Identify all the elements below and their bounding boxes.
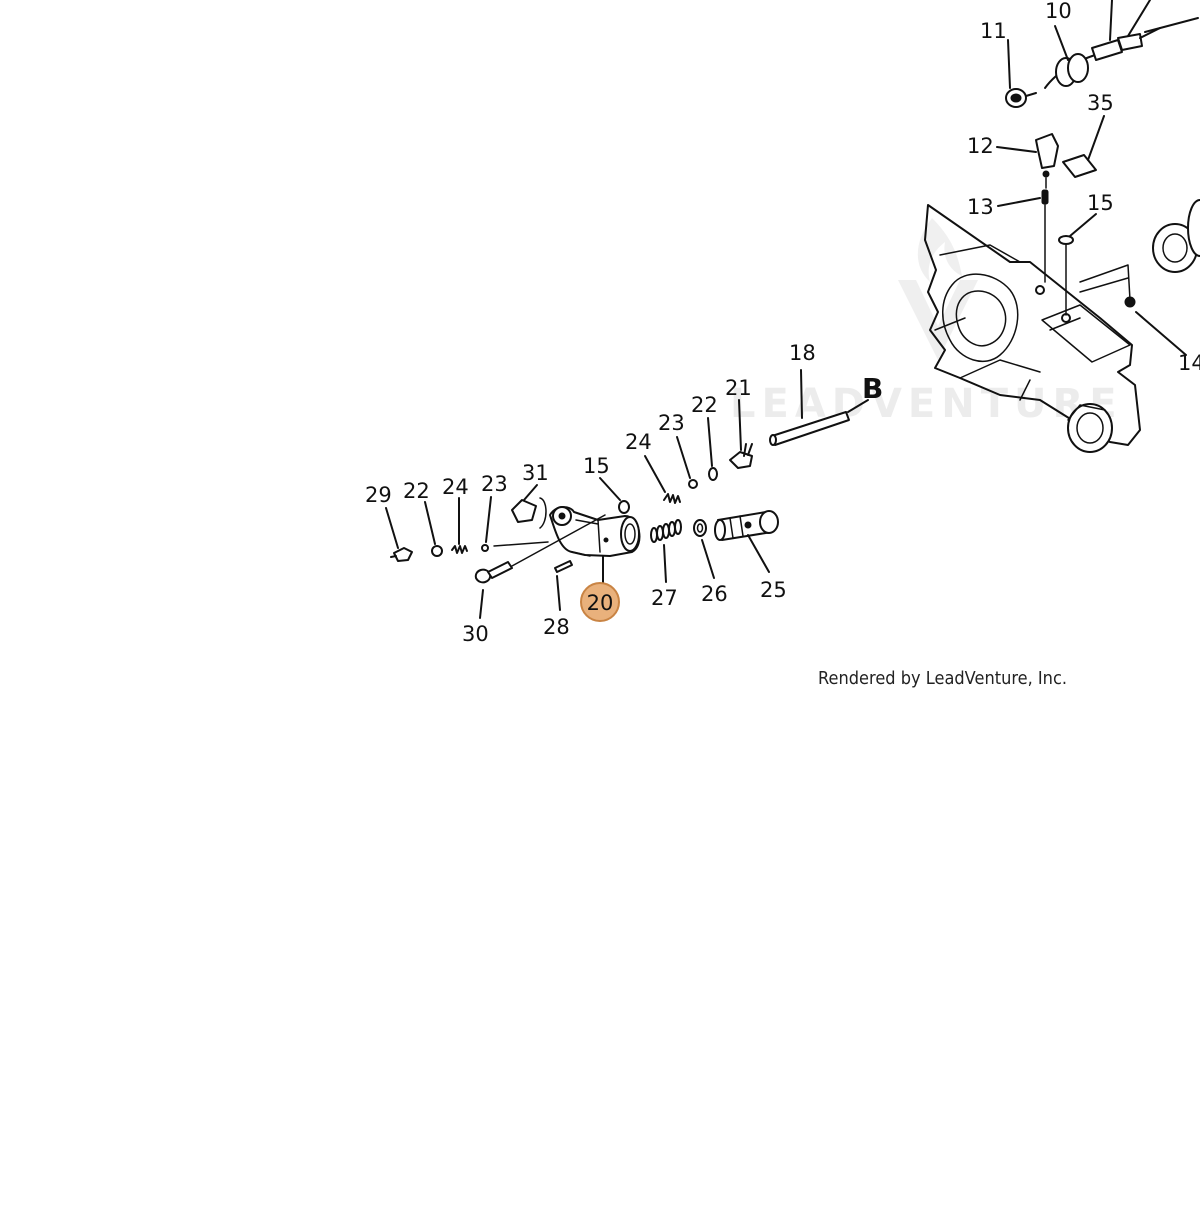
ring-part-22-left	[431, 545, 443, 557]
callout-13: 13	[967, 195, 994, 219]
callout-27: 27	[651, 586, 678, 610]
callout-10: 10	[1045, 0, 1072, 23]
callout-18: 18	[789, 341, 816, 365]
bracket-right-2	[1079, 277, 1129, 293]
leader-lines	[385, 25, 1187, 619]
highlight-circle	[580, 582, 620, 622]
callout-29: 29	[365, 483, 392, 507]
oil-seal-ring	[1152, 199, 1200, 273]
watermark-text: LEADVENTURE	[730, 381, 1123, 427]
washer-part-15-upper	[1058, 235, 1074, 245]
ring-part-23-right	[688, 479, 698, 489]
bleeder-part-29	[390, 547, 413, 562]
callout-14: 14	[1178, 351, 1200, 375]
housing-cover	[924, 204, 1141, 453]
callout-26: 26	[701, 582, 728, 606]
spring-part-24-left	[451, 545, 468, 554]
section-marker-b: B	[862, 372, 883, 405]
screw-part-11	[1005, 88, 1037, 108]
ring-part-22-right	[708, 467, 718, 481]
callout-15-lower: 15	[583, 454, 610, 478]
callout-30: 30	[462, 622, 489, 646]
pin-part-13	[1041, 189, 1049, 205]
callout-labels: 10 11 35 12 13 15 14 18 21 22 23 24 15 3…	[365, 0, 1200, 646]
washer-part-31	[511, 499, 537, 523]
callout-24-right: 24	[625, 430, 652, 454]
callout-11: 11	[980, 19, 1007, 43]
spring-part-27	[650, 519, 682, 543]
callout-23-right: 23	[658, 411, 685, 435]
shift-lever-part-10	[1044, 0, 1199, 89]
callout-24-left: 24	[442, 475, 469, 499]
spring-part-24-right	[663, 493, 681, 504]
rod-part-18	[769, 411, 850, 446]
callout-22-left: 22	[403, 479, 430, 503]
plunger-part-25	[714, 510, 779, 541]
bolt-part-30	[474, 561, 513, 584]
watermark: LEADVENTURE	[730, 218, 1123, 427]
oring-part-26	[693, 519, 707, 537]
valve-body-part-20	[549, 506, 641, 557]
bolt-part-21	[729, 443, 753, 469]
watermark-logo-icon	[898, 218, 978, 360]
callout-28: 28	[543, 615, 570, 639]
callout-21: 21	[725, 376, 752, 400]
callout-22-right: 22	[691, 393, 718, 417]
callout-20: 20	[587, 591, 614, 615]
plate-part-35	[1062, 154, 1097, 178]
render-credit: Rendered by LeadVenture, Inc.	[818, 668, 1068, 689]
bracket-right	[1079, 264, 1131, 301]
axis-line-left	[493, 541, 549, 547]
callout-25: 25	[760, 578, 787, 602]
pin-part-28	[554, 560, 573, 573]
callout-31: 31	[522, 461, 549, 485]
callout-12: 12	[967, 134, 994, 158]
callout-35: 35	[1087, 91, 1114, 115]
axis-line-bolt	[511, 514, 606, 567]
oring-part-26-inner	[696, 523, 704, 533]
ring-part-15-lower	[618, 500, 630, 514]
callout-15-upper: 15	[1087, 191, 1114, 215]
callout-23-left: 23	[481, 472, 508, 496]
axis-line-31	[539, 497, 547, 529]
callout-20-highlight[interactable]: 20	[580, 582, 620, 622]
ring-part-23-left	[481, 544, 489, 552]
fitting-part-12	[1035, 133, 1059, 178]
